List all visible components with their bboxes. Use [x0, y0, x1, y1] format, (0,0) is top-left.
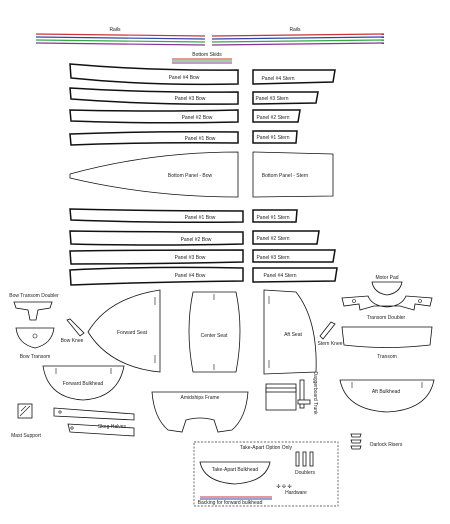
hardware-label: Hardware — [285, 490, 307, 496]
bow-transom-hole — [32, 333, 38, 339]
aft-bulkhead-label: Aft Bulkhead — [372, 389, 401, 395]
panel1-bow-top-label: Panel #1 Bow — [185, 136, 216, 142]
bow-knee-label: Bow Knee — [61, 338, 84, 344]
bottom-skids — [172, 58, 232, 64]
panel2-bow-top-label: Panel #2 Bow — [182, 115, 213, 121]
doubler-a — [295, 451, 300, 467]
motor-pad — [371, 281, 403, 296]
forward-bulkhead — [42, 365, 125, 401]
panel3-bow-bot-label: Panel #3 Bow — [175, 255, 206, 261]
transom-doubler-hole-left — [352, 299, 356, 303]
panel4-bow-bot — [69, 266, 244, 286]
skeg-halves-label: Skeg Halves — [98, 424, 127, 430]
center-seat-label: Center Seat — [201, 333, 228, 339]
aft-seat-label: Aft Seat — [284, 332, 302, 338]
oarlock-riser-a — [350, 433, 362, 438]
forward-seat — [87, 289, 161, 373]
aft-bulkhead — [339, 379, 435, 413]
doubler-c — [309, 451, 314, 467]
backing-note-label: Backing for forward bulkhead — [198, 500, 263, 506]
doublers-label: Doublers — [295, 470, 316, 476]
transom-doubler-label: Transom Doubler — [367, 315, 406, 321]
mast-support-label: Mast Support — [11, 433, 41, 439]
daggerboard-trunk-spacer — [299, 379, 305, 409]
bottom-panel-stern — [252, 151, 334, 198]
skeg-mark-a — [70, 426, 74, 430]
take-apart-option-label: Take-Apart Option Only — [240, 445, 292, 451]
doubler-b — [302, 451, 307, 467]
amidships-frame — [151, 391, 249, 433]
panel2-bow-bot-label: Panel #2 Bow — [181, 237, 212, 243]
mast-support-detail — [19, 405, 31, 417]
panel3-stern-bot-label: Panel #3 Stern — [256, 255, 289, 261]
bottom-skids-label: Bottom Skids — [192, 52, 222, 58]
panel3-bow-top-label: Panel #3 Bow — [175, 96, 206, 102]
rails-left-label: Rails — [109, 27, 121, 33]
stern-knee-label: Stern Knee — [317, 341, 342, 347]
panel1-bow-bot-label: Panel #1 Bow — [185, 215, 216, 221]
take-apart-bulkhead-label: Take-Apart Bulkhead — [212, 467, 259, 473]
panel3-bow-top — [69, 87, 239, 105]
transom-doubler — [341, 295, 433, 311]
panel1-stern-top-label: Panel #1 Stern — [256, 135, 289, 141]
panel3-stern-top — [252, 91, 319, 105]
rails-right — [211, 33, 385, 46]
aft-seat — [263, 289, 317, 375]
transom — [341, 326, 433, 348]
panel1-stern-top — [252, 130, 298, 144]
bow-transom-doubler-label: Bow Transom Doubler — [9, 293, 59, 299]
skeg-half-a — [53, 407, 135, 421]
panel2-bow-bot — [69, 230, 244, 246]
forward-seat-label: Forward Seat — [117, 330, 148, 336]
bow-transom-doubler — [13, 301, 53, 321]
panel4-stern-bot — [252, 267, 338, 283]
oarlock-risers-label: Oarlock Risers — [370, 442, 403, 448]
panel2-bow-top — [69, 109, 239, 124]
motor-pad-label: Motor Pad — [375, 275, 398, 281]
amidships-frame-label: Amidships Frame — [181, 395, 220, 401]
rails-left — [35, 33, 206, 46]
panel3-bow-bot — [69, 249, 244, 265]
panel4-stern-bot-label: Panel #4 Stern — [263, 273, 296, 279]
bottom-panel-bow-label: Bottom Panel - Bow — [168, 173, 213, 179]
skeg-mark-b — [58, 410, 62, 414]
center-seat — [188, 291, 241, 373]
panel2-stern-bot — [252, 230, 320, 245]
panel2-stern-bot-label: Panel #2 Stern — [256, 236, 289, 242]
daggerboard-trunk-side-b — [265, 387, 297, 393]
panel2-stern-top-label: Panel #2 Stern — [256, 115, 289, 121]
hardware-icon: ✣ ✣ ✣ — [276, 484, 291, 490]
rails-right-label: Rails — [289, 27, 301, 33]
panel4-stern-top-label: Panel #4 Stern — [261, 76, 294, 82]
daggerboard-trunk-cap — [297, 399, 311, 405]
bottom-panel-bow — [69, 151, 239, 198]
bow-knee — [66, 318, 85, 337]
panel1-bow-top — [69, 131, 239, 146]
oarlock-riser-b — [350, 439, 362, 444]
panel4-bow-top — [69, 63, 239, 86]
panel1-stern-bot-label: Panel #1 Stern — [256, 215, 289, 221]
panel4-stern-top — [252, 69, 336, 85]
transom-label: Transom — [377, 354, 397, 360]
bottom-panel-stern-label: Bottom Panel - Stern — [262, 173, 309, 179]
oarlock-riser-c — [350, 445, 362, 450]
panel4-bow-top-label: Panel #4 Bow — [169, 75, 200, 81]
take-apart-bulkhead — [199, 461, 271, 485]
bow-transom-label: Bow Transom — [20, 354, 51, 360]
daggerboard-trunk-label: Daggerboard Trunk — [312, 371, 318, 415]
forward-bulkhead-label: Forward Bulkhead — [63, 381, 104, 387]
stern-knee — [319, 321, 336, 340]
panel3-stern-top-label: Panel #3 Stern — [255, 96, 288, 102]
take-apart-option-box — [193, 441, 339, 507]
skeg-half-b — [67, 423, 135, 437]
panel2-stern-top — [252, 109, 301, 123]
transom-doubler-hole-right — [418, 299, 422, 303]
panel1-stern-bot — [252, 209, 298, 223]
panel3-stern-bot — [252, 249, 336, 263]
panel4-bow-bot-label: Panel #4 Bow — [175, 273, 206, 279]
panel1-bow-bot — [69, 208, 244, 223]
